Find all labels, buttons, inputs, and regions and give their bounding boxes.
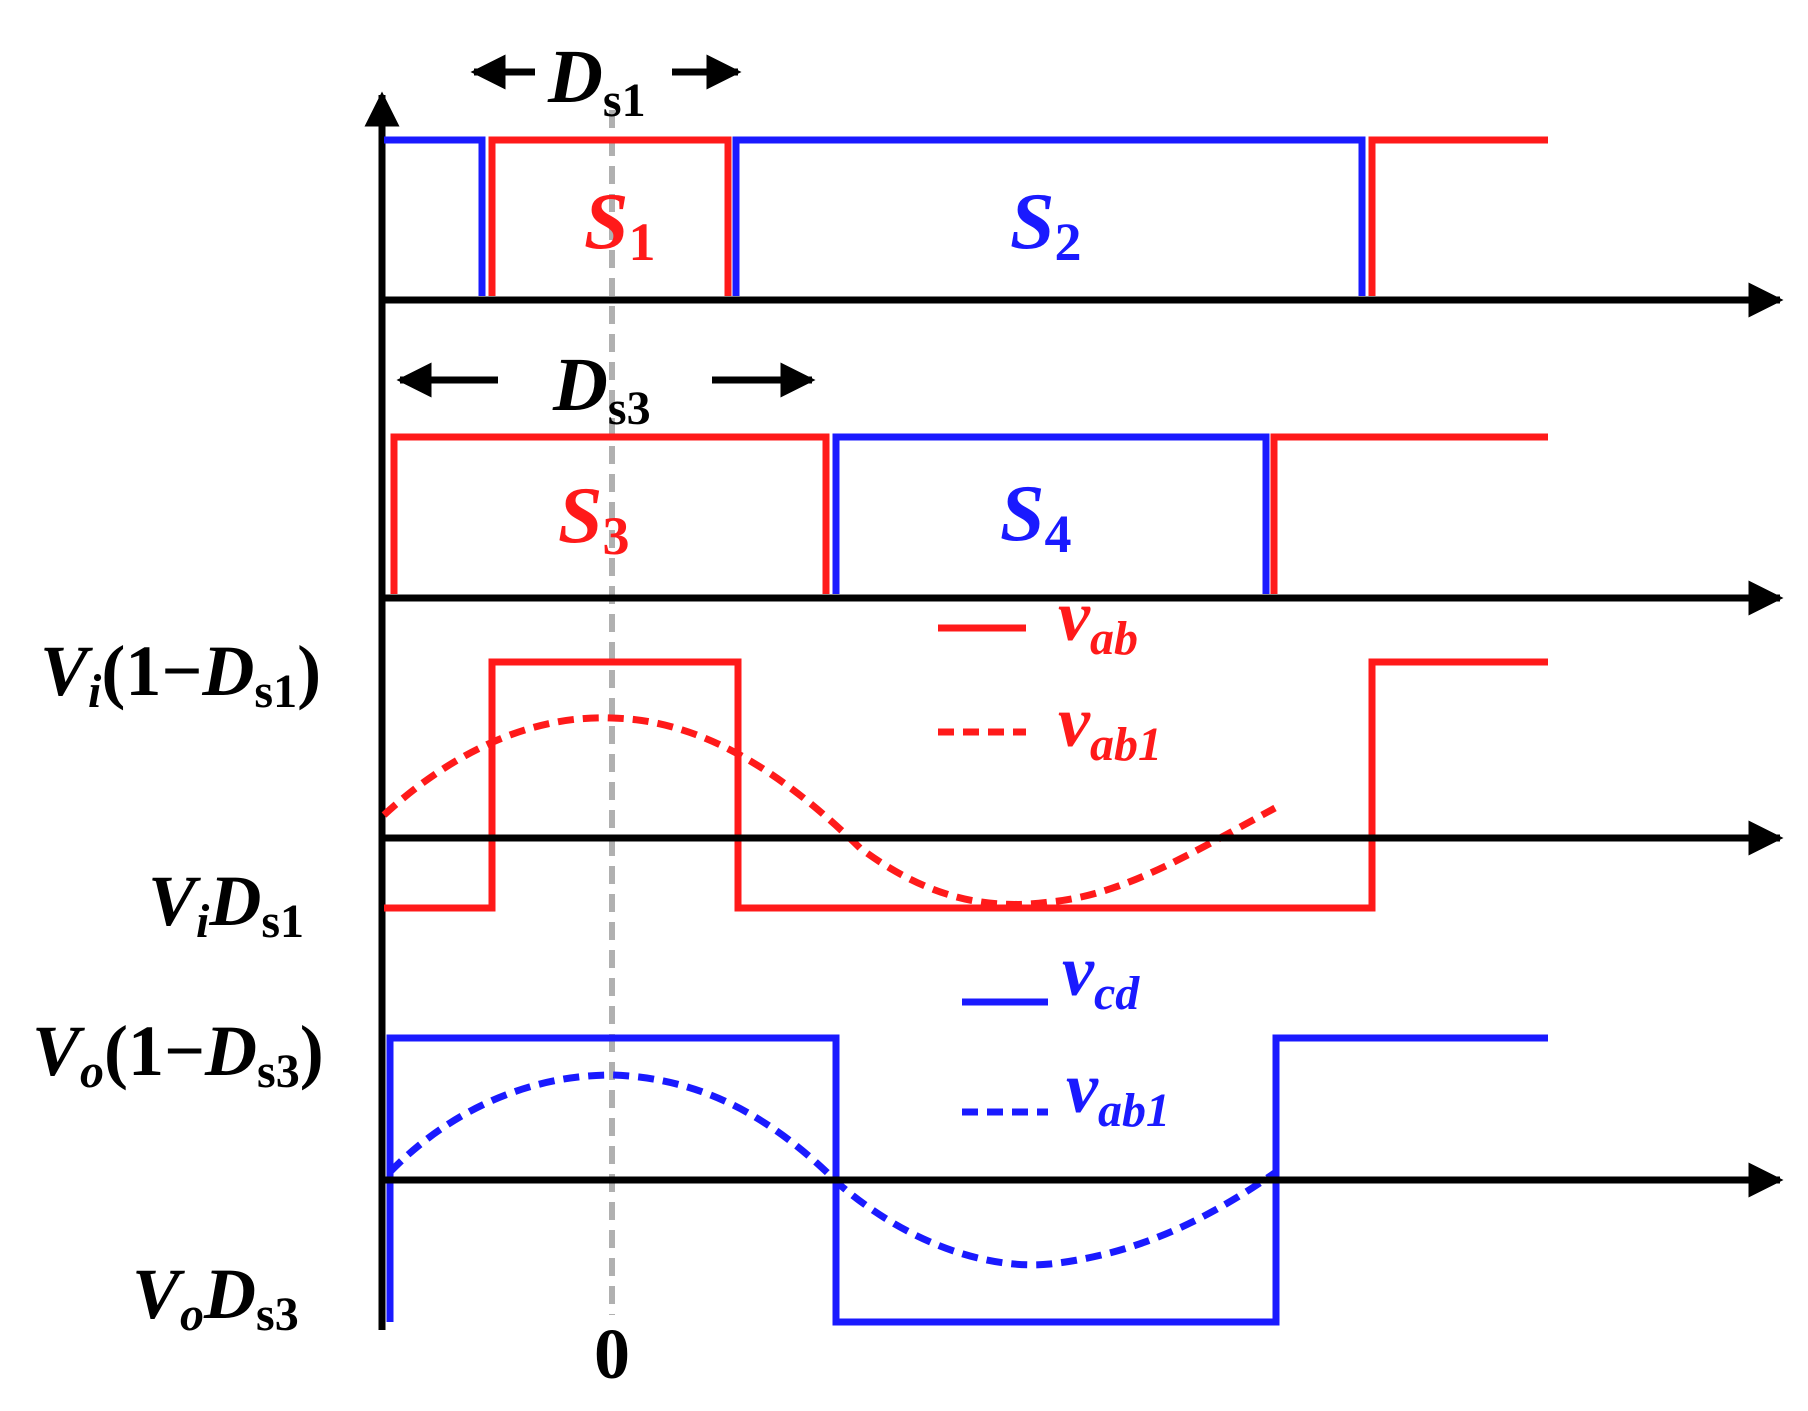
s4-waveform xyxy=(832,433,1270,594)
legend-vcd-label: vcd xyxy=(1062,931,1140,1020)
vcd-waveform xyxy=(386,1034,1548,1326)
legend-vab-label: vab xyxy=(1058,576,1138,665)
legend-vab1-red-label: vab1 xyxy=(1058,682,1162,771)
s2-waveform xyxy=(384,136,1366,296)
vab-waveform xyxy=(384,658,1548,912)
ds3-label: Ds3 xyxy=(552,343,651,435)
zero-label: 0 xyxy=(594,1314,630,1394)
vo-low-label: VoDs3 xyxy=(132,1254,299,1341)
s3-label: S3 xyxy=(558,472,630,566)
s1-waveform xyxy=(488,136,1548,296)
vi-high-label: Vi(1−Ds1) xyxy=(40,631,321,718)
vab1-sine-blue xyxy=(387,1071,1279,1269)
s4-label: S4 xyxy=(1000,470,1072,564)
legend-vab1-blue-label: vab1 xyxy=(1066,1048,1170,1137)
vab1-sine-red xyxy=(381,714,1277,908)
vo-high-label: Vo(1−Ds3) xyxy=(32,1011,324,1098)
s3-waveform xyxy=(390,433,1548,594)
s1-label: S1 xyxy=(584,178,656,272)
s2-label: S2 xyxy=(1010,178,1082,272)
ds1-label: Ds1 xyxy=(547,35,646,127)
vi-low-label: ViDs1 xyxy=(148,861,304,948)
